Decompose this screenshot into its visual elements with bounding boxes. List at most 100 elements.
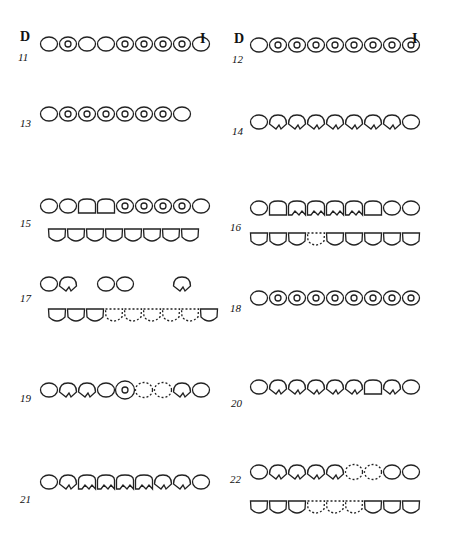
tooth-outline: [251, 380, 268, 394]
tooth-outline: [308, 38, 325, 52]
missing-tooth: [327, 501, 344, 513]
tooth-outline: [289, 115, 306, 129]
tooth-outline: [365, 38, 382, 52]
tooth-outline: [384, 201, 401, 215]
missing-tooth: [125, 309, 142, 321]
missing-tooth: [182, 309, 199, 321]
tooth-outline: [403, 501, 420, 513]
tooth-outline: [327, 465, 344, 479]
tooth-outline: [289, 465, 306, 479]
tooth-outline: [163, 229, 180, 241]
tooth-outline: [346, 291, 363, 305]
tooth-outline: [193, 383, 210, 397]
tooth-outline: [365, 501, 382, 513]
tooth-outline: [98, 107, 115, 121]
tooth-outline: [174, 199, 191, 213]
tooth-filling: [65, 111, 71, 117]
tooth-outline: [327, 233, 344, 245]
tooth-filling: [332, 295, 338, 301]
tooth-outline: [98, 475, 115, 489]
tooth-outline: [174, 107, 191, 121]
missing-tooth: [155, 383, 172, 398]
side-marker: D: [234, 32, 244, 46]
figure-number: 17: [20, 293, 31, 304]
tooth-filling: [351, 42, 357, 48]
missing-tooth: [308, 233, 325, 245]
tooth-outline: [60, 475, 77, 489]
tooth-outline: [174, 37, 191, 51]
tooth-outline: [136, 199, 153, 213]
tooth-outline: [41, 475, 58, 489]
tooth-filling: [84, 111, 90, 117]
missing-tooth: [365, 465, 382, 480]
tooth-outline: [346, 115, 363, 129]
tooth-outline: [289, 291, 306, 305]
tooth-outline: [79, 37, 96, 51]
tooth-outline: [60, 199, 77, 213]
tooth-outline: [289, 233, 306, 245]
tooth-outline: [60, 37, 77, 51]
missing-tooth: [136, 383, 153, 398]
side-marker: I: [412, 32, 417, 46]
tooth-outline: [270, 291, 287, 305]
tooth-outline: [384, 38, 401, 52]
figure-number: 22: [230, 474, 241, 485]
tooth-filling: [122, 387, 128, 393]
tooth-outline: [144, 229, 161, 241]
tooth-outline: [87, 309, 104, 321]
tooth-outline: [98, 37, 115, 51]
tooth-outline: [270, 233, 287, 245]
tooth-outline: [365, 115, 382, 129]
tooth-outline: [79, 475, 96, 489]
tooth-filling: [389, 42, 395, 48]
tooth-filling: [141, 111, 147, 117]
tooth-outline: [308, 115, 325, 129]
figure-number: 21: [20, 494, 31, 505]
tooth-outline: [403, 465, 420, 479]
tooth-outline: [125, 229, 142, 241]
tooth-outline: [346, 380, 363, 394]
tooth-filling: [122, 111, 128, 117]
tooth-filling: [389, 295, 395, 301]
missing-tooth: [308, 501, 325, 513]
tooth-filling: [141, 41, 147, 47]
tooth-outline: [308, 201, 325, 215]
tooth-outline: [68, 229, 85, 241]
missing-tooth: [346, 501, 363, 513]
tooth-filling: [65, 41, 71, 47]
tooth-filling: [313, 42, 319, 48]
tooth-outline: [251, 233, 268, 245]
tooth-outline: [41, 199, 58, 213]
tooth-outline: [327, 201, 344, 215]
missing-tooth: [346, 465, 363, 480]
tooth-outline: [182, 229, 199, 241]
tooth-outline: [346, 201, 363, 215]
tooth-filling: [275, 42, 281, 48]
tooth-outline: [403, 201, 420, 215]
tooth-outline: [270, 465, 287, 479]
tooth-filling: [103, 111, 109, 117]
tooth-outline: [117, 107, 134, 121]
tooth-outline: [308, 380, 325, 394]
side-marker: D: [20, 30, 30, 44]
tooth-outline: [41, 37, 58, 51]
tooth-outline: [98, 277, 115, 291]
tooth-outline: [87, 229, 104, 241]
tooth-outline: [41, 107, 58, 121]
tooth-outline: [327, 380, 344, 394]
tooth-outline: [106, 229, 123, 241]
tooth-outline: [384, 380, 401, 394]
tooth-filling: [160, 203, 166, 209]
tooth-filling: [141, 203, 147, 209]
tooth-outline: [365, 380, 382, 394]
tooth-outline: [384, 465, 401, 479]
tooth-outline: [136, 107, 153, 121]
tooth-outline: [403, 115, 420, 129]
tooth-filling: [370, 295, 376, 301]
tooth-outline: [136, 37, 153, 51]
tooth-filling: [294, 295, 300, 301]
tooth-outline: [346, 233, 363, 245]
tooth-filling: [179, 203, 185, 209]
tooth-filling: [313, 295, 319, 301]
tooth-outline: [155, 475, 172, 489]
